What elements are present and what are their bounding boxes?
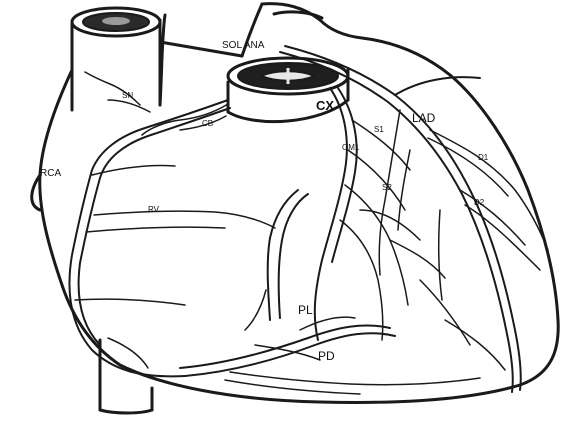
label-s1: S1 (374, 125, 384, 134)
label-pl: PL (298, 303, 313, 317)
label-sn: SN (122, 91, 133, 100)
label-cb: CB (202, 119, 213, 128)
label-d1: D1 (478, 153, 489, 162)
label-cx: CX (316, 98, 334, 113)
label-d2: D2 (474, 198, 485, 207)
label-lad: LAD (412, 111, 436, 125)
label-sol-ana: SOL ANA (222, 40, 265, 51)
label-pd: PD (318, 349, 335, 363)
label-rca: RCA (40, 168, 61, 179)
label-s2: S2 (382, 183, 392, 192)
label-rv: RV (148, 205, 160, 214)
label-om1: OM1 (342, 143, 360, 152)
